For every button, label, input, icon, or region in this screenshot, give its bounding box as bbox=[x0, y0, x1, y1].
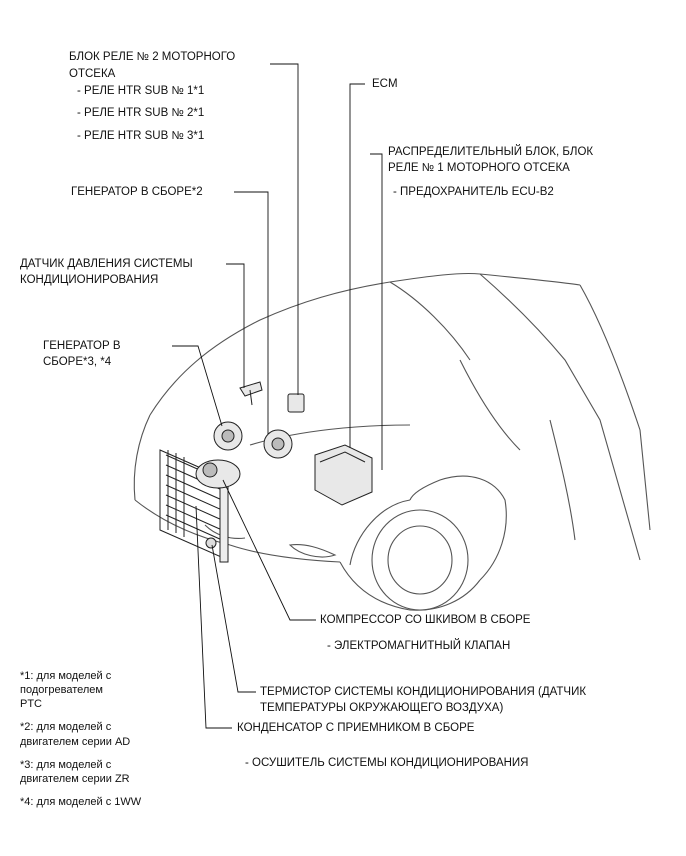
generator-3-4-label-line1: ГЕНЕРАТОР В bbox=[43, 340, 121, 352]
generator-3-4-label-line2: СБОРЕ*3, *4 bbox=[43, 356, 112, 368]
thermistor-label-line2: ТЕМПЕРАТУРЫ ОКРУЖАЮЩЕГО ВОЗДУХА) bbox=[260, 702, 504, 714]
footnote-3-line2: двигателем серии ZR bbox=[20, 773, 130, 785]
generator-2-label: ГЕНЕРАТОР В СБОРЕ*2 bbox=[71, 186, 203, 198]
pressure-sensor-label-line1: ДАТЧИК ДАВЛЕНИЯ СИСТЕМЫ bbox=[20, 258, 193, 270]
relay-htr-sub-3-label: - РЕЛЕ HTR SUB № 3*1 bbox=[77, 130, 205, 142]
relay-htr-sub-2-label: - РЕЛЕ HTR SUB № 2*1 bbox=[77, 107, 205, 119]
footnote-3-line1: *3: для моделей с bbox=[20, 759, 112, 771]
junction-block-label-line1: РАСПРЕДЕЛИТЕЛЬНЫЙ БЛОК, БЛОК bbox=[388, 146, 594, 158]
footnote-1-line3: PTC bbox=[20, 698, 42, 710]
junction-block-label-line2: РЕЛЕ № 1 МОТОРНОГО ОТСЕКА bbox=[388, 162, 570, 174]
footnote-2-line1: *2: для моделей с bbox=[20, 721, 112, 733]
condenser-illustration bbox=[159, 449, 229, 563]
footnote-1-line2: подогревателем bbox=[20, 684, 103, 696]
relay-block-2-label-line2: ОТСЕКА bbox=[69, 68, 116, 80]
pressure-sensor-label-line2: КОНДИЦИОНИРОВАНИЯ bbox=[20, 274, 159, 286]
dryer-label: - ОСУШИТЕЛЬ СИСТЕМЫ КОНДИЦИОНИРОВАНИЯ bbox=[245, 757, 529, 769]
footnote-2-line2: двигателем серии AD bbox=[20, 736, 131, 748]
compressor-label: КОМПРЕССОР СО ШКИВОМ В СБОРЕ bbox=[320, 614, 531, 626]
fuse-ecu-b2-label: - ПРЕДОХРАНИТЕЛЬ ECU-B2 bbox=[393, 186, 554, 198]
car-outline bbox=[133, 272, 651, 611]
relay-htr-sub-1-label: - РЕЛЕ HTR SUB № 1*1 bbox=[77, 85, 205, 97]
footnote-4: *4: для моделей с 1WW bbox=[20, 796, 142, 808]
ecm-label: ECM bbox=[372, 78, 398, 90]
relay-block-2-label-line1: БЛОК РЕЛЕ № 2 МОТОРНОГО bbox=[69, 51, 236, 63]
leader-lines bbox=[172, 63, 383, 729]
solenoid-valve-label: - ЭЛЕКТРОМАГНИТНЫЙ КЛАПАН bbox=[327, 640, 511, 652]
component-illustrations bbox=[195, 381, 373, 506]
footnote-1-line1: *1: для моделей с bbox=[20, 670, 112, 682]
thermistor-label-line1: ТЕРМИСТОР СИСТЕМЫ КОНДИЦИОНИРОВАНИЯ (ДАТ… bbox=[260, 686, 587, 698]
condenser-label: КОНДЕНСАТОР С ПРИЕМНИКОМ В СБОРЕ bbox=[237, 722, 475, 734]
